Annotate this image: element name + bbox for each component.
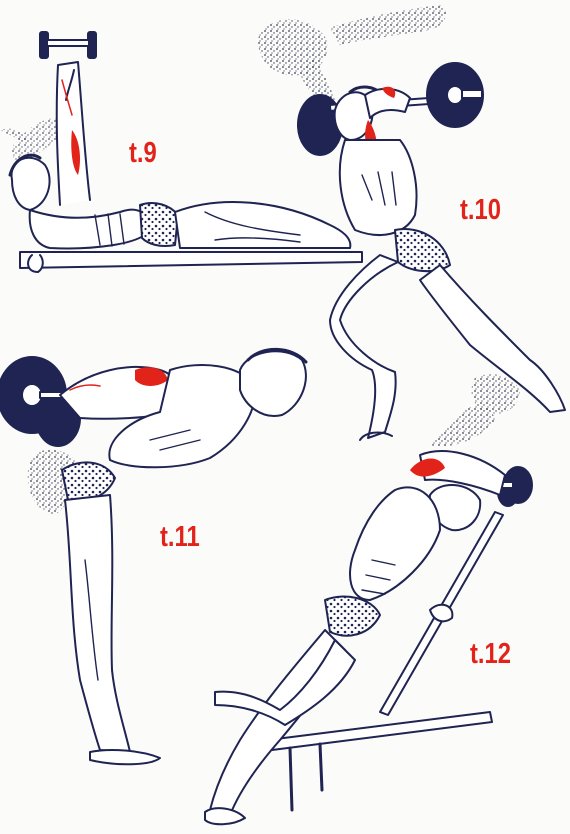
arm [419,450,506,496]
head [10,156,51,211]
feet [89,749,161,766]
figure-t11-bent-over-row [0,347,308,766]
exercise-label-t10: t.10 [460,194,501,226]
exercise-label-t9: t.9 [129,137,157,169]
head [239,350,307,417]
figure-t9-supine-raise [0,31,363,273]
rear-leg [419,264,566,413]
muscle-highlight [135,367,168,386]
muscle-highlight [71,130,80,175]
kneeling-leg [214,639,356,726]
torso [28,208,151,250]
trunks [324,595,381,637]
legs [64,494,131,753]
exercise-label-t11: t.11 [160,521,200,553]
motion-trail [471,374,520,414]
trunks [394,228,451,273]
muscle-highlight [410,458,445,477]
torso [349,486,441,601]
torso [108,364,257,469]
legs [174,201,352,249]
front-leg [329,254,399,439]
exercise-label-t12: t.12 [470,638,511,670]
figure-t12-incline-raise [204,374,533,826]
arms [364,87,411,119]
figure-t10-overhead-lunge [258,5,566,441]
bench [267,711,493,751]
torso [338,139,418,236]
bench [19,251,363,269]
dumbbell [39,31,97,59]
trunks [139,202,179,248]
motion-trail [27,449,77,515]
front-plate [426,62,484,128]
